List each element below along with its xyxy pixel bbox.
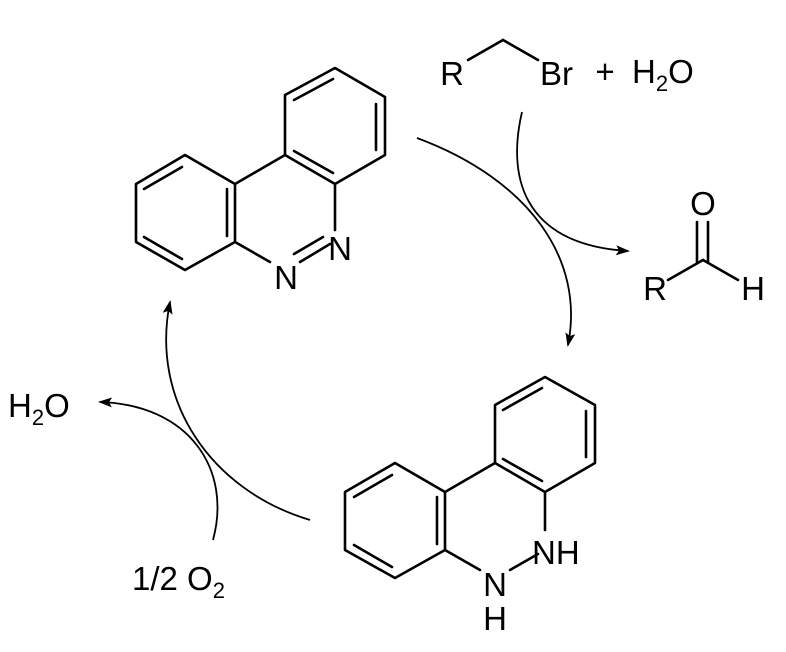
reagent-water-o: O: [668, 53, 694, 90]
oxygen-reagent-text: 1/2 O: [132, 560, 213, 597]
aldehyde-h-label: H: [741, 270, 765, 307]
reduction-arrow: [416, 137, 576, 347]
benzyl-bromide-and-water-reagent: R Br + H2O: [440, 38, 694, 96]
hydrazo-n-left-label: N: [483, 566, 507, 603]
aldehyde-product: O R H: [643, 185, 765, 307]
water-byproduct-subscript: 2: [32, 405, 44, 430]
reagent-water-label: H2O: [632, 53, 694, 96]
reagent-r-label: R: [440, 55, 464, 92]
water-byproduct-o: O: [44, 387, 70, 424]
reagent-water-h: H: [632, 53, 656, 90]
reagent-br-label: Br: [540, 55, 573, 92]
hydrazo-h-label: H: [483, 600, 507, 637]
oxygen-reagent-subscript: 2: [213, 578, 225, 603]
water-byproduct-h: H: [8, 387, 32, 424]
substrate-oxidation-arrow: [516, 111, 630, 256]
hydrazo-nh-right-label: NH: [532, 534, 580, 571]
azo-n-left-label: N: [274, 259, 298, 296]
benzo-c-cinnoline-structure: N N: [134, 66, 387, 296]
reagent-plus-label: +: [595, 53, 614, 90]
azo-n-right-label: N: [328, 230, 352, 267]
oxygen-to-water-arrow: [98, 397, 219, 541]
dihydrobenzo-c-cinnoline-structure: NH N H: [343, 375, 597, 637]
aldehyde-r-label: R: [643, 270, 667, 307]
reagent-water-subscript: 2: [656, 71, 668, 96]
water-byproduct-label: H2O: [8, 387, 70, 430]
aldehyde-o-label: O: [690, 185, 716, 222]
reoxidation-arrow: [162, 300, 311, 521]
oxygen-reagent-label: 1/2 O2: [132, 560, 225, 603]
